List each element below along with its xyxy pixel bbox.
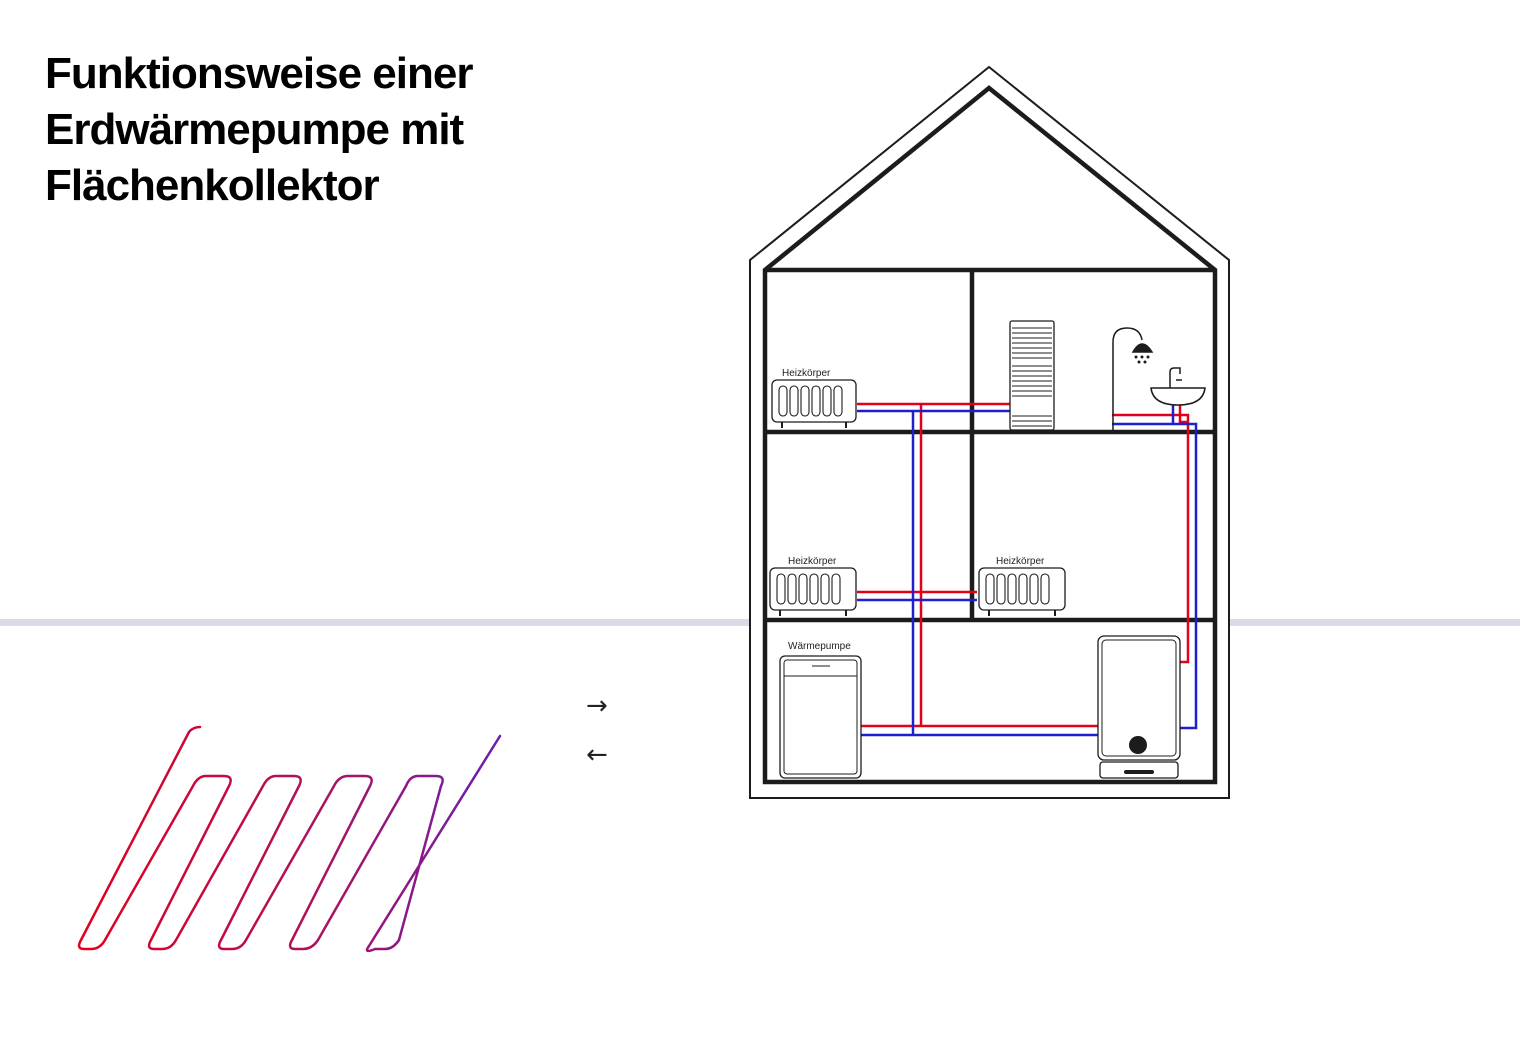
radiator-middle-right-label: Heizkörper bbox=[996, 556, 1045, 567]
washbasin-icon bbox=[1150, 367, 1206, 406]
house-inner-outline bbox=[762, 85, 1218, 785]
supply-arrow: → bbox=[586, 691, 608, 721]
radiator-upper-label: Heizkörper bbox=[782, 368, 831, 379]
return-pipes-indoor bbox=[857, 405, 1198, 737]
title-line-1: Funktionsweise einer bbox=[45, 49, 473, 98]
radiator-upper: Heizkörper bbox=[771, 368, 857, 428]
return-arrow: ← bbox=[586, 740, 608, 770]
radiator-middle-left-label: Heizkörper bbox=[788, 556, 837, 567]
title-line-3: Flächenkollektor bbox=[45, 161, 380, 210]
hot-water-storage bbox=[1097, 635, 1181, 779]
house-outer-outline bbox=[749, 65, 1230, 799]
ground-collector bbox=[77, 725, 502, 953]
house bbox=[749, 65, 1230, 799]
diagram-title: Funktionsweise einer Erdwärmepumpe mit F… bbox=[45, 46, 665, 214]
towel-radiator bbox=[1009, 320, 1055, 431]
ground-line bbox=[0, 619, 1520, 626]
supply-pipes-indoor bbox=[857, 402, 1190, 728]
heat-pump-unit: Wärmepumpe bbox=[779, 641, 862, 779]
heat-pump-label: Wärmepumpe bbox=[788, 641, 851, 652]
radiator-middle-right: Heizkörper bbox=[978, 556, 1066, 616]
shower-icon bbox=[1112, 327, 1154, 430]
radiator-middle-left: Heizkörper bbox=[769, 556, 857, 616]
title-line-2: Erdwärmepumpe mit bbox=[45, 105, 464, 154]
